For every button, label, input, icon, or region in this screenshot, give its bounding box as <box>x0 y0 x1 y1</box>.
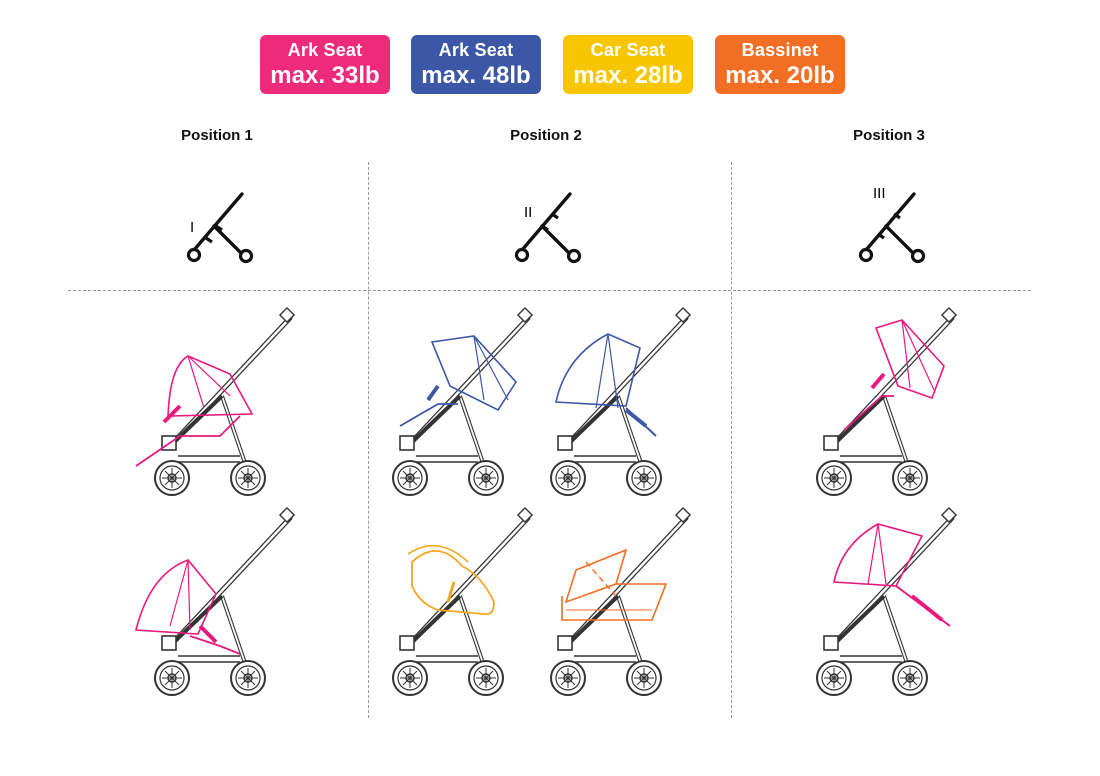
position-3-numeral: III <box>873 185 886 202</box>
badge-ark-seat-48lb: Ark Seat max. 48lb <box>411 35 541 94</box>
badge-max-weight: max. 28lb <box>573 62 683 89</box>
divider-vertical-1 <box>368 162 369 718</box>
stroller-p2-bassinet <box>551 508 690 695</box>
badge-label: Ark Seat <box>438 40 514 60</box>
stroller-p1-ark-seat-33-top <box>135 308 294 495</box>
badge-max-weight: max. 33lb <box>270 62 380 89</box>
badge-max-weight: max. 48lb <box>421 62 531 89</box>
divider-horizontal <box>68 290 1031 291</box>
stroller-p2-ark-seat-48-rearward <box>551 308 690 495</box>
badge-label: Bassinet <box>741 40 819 60</box>
badge-car-seat-28lb: Car Seat max. 28lb <box>563 35 693 94</box>
stroller-p2-ark-seat-48-forward <box>393 308 532 495</box>
recline-position-2-icon <box>514 192 582 264</box>
stroller-p3-ark-seat-33-top <box>817 308 956 495</box>
divider-vertical-2 <box>731 162 732 718</box>
recline-position-1-icon <box>186 192 254 264</box>
position-2-numeral: II <box>524 204 532 221</box>
badge-bassinet-20lb: Bassinet max. 20lb <box>715 35 845 94</box>
stroller-p2-car-seat <box>393 508 532 695</box>
recline-position-3-icon <box>858 192 926 264</box>
position-2-title: Position 2 <box>510 127 582 144</box>
position-1-title: Position 1 <box>181 127 253 144</box>
badge-label: Ark Seat <box>287 40 363 60</box>
badge-label: Car Seat <box>590 40 666 60</box>
position-1-numeral: I <box>190 219 194 236</box>
badge-max-weight: max. 20lb <box>725 62 835 89</box>
stroller-p3-ark-seat-33-bottom <box>817 508 956 695</box>
stroller-p1-ark-seat-33-bottom <box>134 508 294 695</box>
position-3-title: Position 3 <box>853 127 925 144</box>
badge-ark-seat-33lb: Ark Seat max. 33lb <box>260 35 390 94</box>
